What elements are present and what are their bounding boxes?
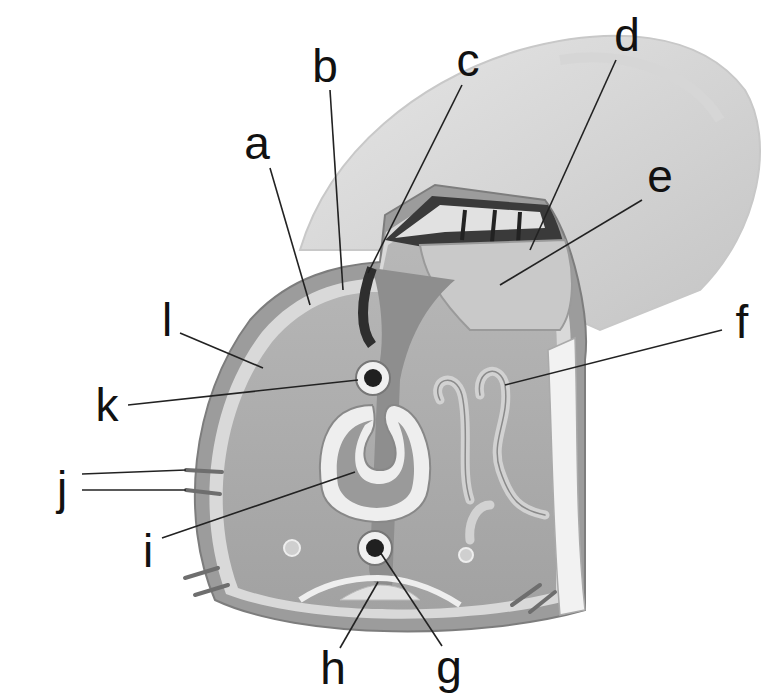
callout-letter: k <box>96 382 119 428</box>
callout-letter: g <box>436 644 462 690</box>
callout-letter: a <box>244 120 270 166</box>
callout-letter: c <box>457 37 480 83</box>
callout-letter: h <box>320 645 346 691</box>
callout-letter: b <box>312 43 338 89</box>
callout-letter: d <box>614 12 640 58</box>
callout-letter: j <box>57 465 67 511</box>
callout-letter: f <box>736 299 749 345</box>
callout-letter: l <box>162 297 172 343</box>
callout-letter: i <box>143 528 153 574</box>
callout-letter: e <box>647 153 673 199</box>
